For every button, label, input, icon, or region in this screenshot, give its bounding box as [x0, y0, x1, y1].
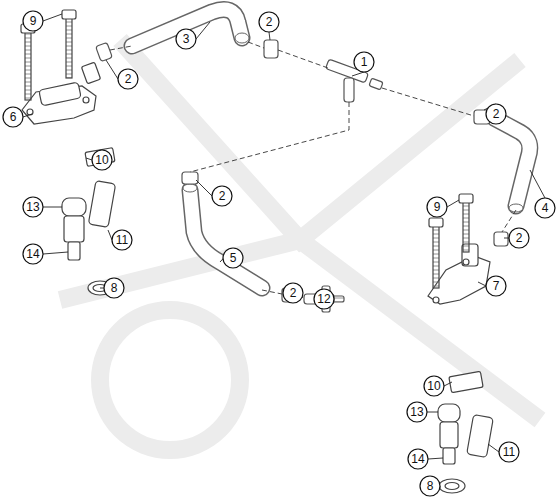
- callout-circle: [283, 283, 303, 303]
- callout-circle: [427, 197, 447, 217]
- callout-circle: [23, 11, 43, 31]
- callout-number: 8: [420, 476, 440, 496]
- callout-circle: [509, 228, 529, 248]
- callout-number: 6: [3, 107, 23, 127]
- callout-circle: [104, 278, 124, 298]
- callout-number: 12: [314, 289, 334, 309]
- callout-number: 3: [176, 29, 196, 49]
- callout-circle: [314, 289, 334, 309]
- callout-number: 2: [118, 69, 138, 89]
- callout-circle: [420, 476, 440, 496]
- callout-number: 9: [427, 197, 447, 217]
- callout-number: 8: [104, 278, 124, 298]
- callout-number: 13: [407, 402, 427, 422]
- callout-circles: [3, 11, 555, 496]
- callout-number: 9: [23, 11, 43, 31]
- callout-circle: [486, 104, 506, 124]
- callout-number: 10: [424, 376, 444, 396]
- callout-circle: [499, 442, 519, 462]
- hose-fitting: [304, 286, 344, 312]
- callout-number: 14: [408, 449, 428, 469]
- watermark: [60, 40, 540, 450]
- callout-circle: [259, 12, 279, 32]
- callout-circle: [118, 69, 138, 89]
- callout-circle: [23, 244, 43, 264]
- pressure-sensor: [428, 194, 490, 304]
- callout-circle: [424, 376, 444, 396]
- callout-circle: [92, 150, 112, 170]
- pressure-sensor: [21, 10, 101, 124]
- callout-circle: [23, 197, 43, 217]
- fuel-hose: [494, 118, 530, 212]
- callout-number: 11: [112, 230, 132, 250]
- leader-line: [23, 14, 545, 487]
- callout-number: 7: [486, 276, 506, 296]
- callout-circle: [408, 449, 428, 469]
- callout-number: 10: [92, 150, 112, 170]
- callout-circle: [3, 107, 23, 127]
- callout-number: 11: [499, 442, 519, 462]
- callout-number: 2: [486, 104, 506, 124]
- callout-circle: [535, 198, 555, 218]
- callout-circle: [354, 52, 374, 72]
- callout-number: 4: [535, 198, 555, 218]
- callout-number: 13: [23, 197, 43, 217]
- callout-circle: [486, 276, 506, 296]
- callout-circle: [112, 230, 132, 250]
- hose-clamp: [96, 40, 508, 302]
- callout-circle: [223, 248, 243, 268]
- fuel-injector: [62, 148, 493, 493]
- callout-circle: [176, 29, 196, 49]
- callout-number: 2: [212, 186, 232, 206]
- callout-number: 2: [509, 228, 529, 248]
- callout-number: 14: [23, 244, 43, 264]
- callout-number: 1: [354, 52, 374, 72]
- callout-number: 2: [283, 283, 303, 303]
- callout-number: 5: [223, 248, 243, 268]
- callout-number: 2: [259, 12, 279, 32]
- callout-circle: [212, 186, 232, 206]
- callout-circle: [407, 402, 427, 422]
- fuel-hose: [183, 184, 262, 288]
- assembly-line: [110, 42, 516, 298]
